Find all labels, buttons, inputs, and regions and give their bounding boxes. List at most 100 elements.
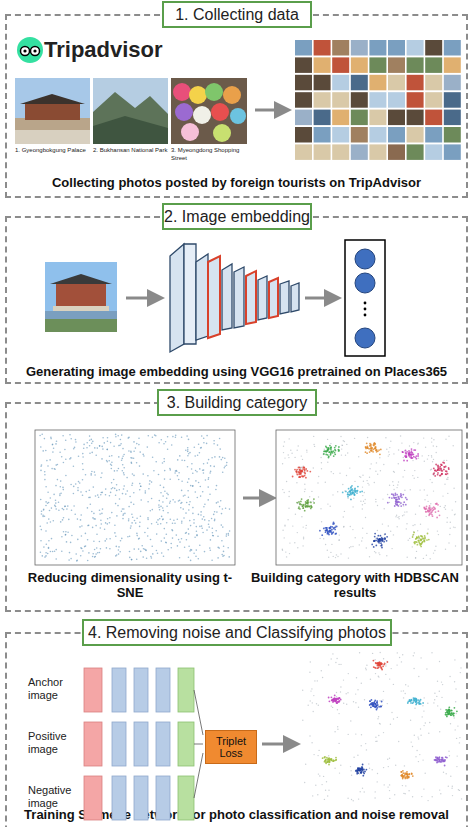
scatter-point xyxy=(194,536,196,538)
scatter-point xyxy=(427,510,429,512)
scatter-point xyxy=(163,443,165,445)
scatter-point xyxy=(92,527,94,529)
scatter-point xyxy=(92,553,94,555)
photo-thumbnail xyxy=(388,110,405,126)
scatter-point xyxy=(425,511,427,513)
scatter-point xyxy=(400,495,402,497)
scatter-point xyxy=(202,491,204,493)
scatter-point xyxy=(408,790,409,791)
scatter-point xyxy=(74,447,76,449)
scatter-point xyxy=(305,468,307,470)
scatter-point xyxy=(416,541,418,543)
scatter-point xyxy=(157,553,159,555)
scatter-point xyxy=(340,691,341,692)
scatter-point xyxy=(95,454,97,456)
scatter-point xyxy=(414,652,415,653)
scatter-point xyxy=(408,455,410,457)
scatter-point xyxy=(426,506,428,508)
scatter-point xyxy=(427,528,428,529)
scatter-point xyxy=(424,508,426,510)
scatter-point xyxy=(136,462,138,464)
scatter-point xyxy=(161,552,163,554)
scatter-point xyxy=(298,501,300,503)
scatter-point xyxy=(176,470,178,472)
scatter-point xyxy=(99,445,101,447)
scatter-point xyxy=(159,500,161,502)
scatter-point xyxy=(369,768,370,769)
scatter-point xyxy=(223,546,225,548)
scatter-point xyxy=(375,791,376,792)
scatter-point xyxy=(79,482,81,484)
scatter-point xyxy=(460,672,461,673)
scatter-point xyxy=(355,491,357,493)
scatter-point xyxy=(383,691,384,692)
scatter-point xyxy=(90,504,92,506)
scatter-point xyxy=(286,481,287,482)
scatter-point xyxy=(55,502,57,504)
scatter-point xyxy=(404,511,405,512)
scatter-point xyxy=(203,442,205,444)
scatter-point xyxy=(438,467,440,469)
photo-thumbnail xyxy=(425,40,442,56)
scatter-point xyxy=(382,699,383,700)
scatter-point xyxy=(183,517,185,519)
scatter-point xyxy=(402,476,403,477)
scatter-point xyxy=(69,552,71,554)
scatter-point xyxy=(206,435,208,437)
scatter-point xyxy=(352,546,353,547)
scatter-point xyxy=(447,493,448,494)
scatter-point xyxy=(120,439,122,441)
scatter-point xyxy=(378,541,380,543)
scatter-point xyxy=(225,507,227,509)
scatter-point xyxy=(96,547,98,549)
scatter-point xyxy=(304,491,305,492)
scatter-point xyxy=(299,469,301,471)
scatter-point xyxy=(328,527,330,529)
scatter-point xyxy=(418,676,419,677)
scatter-point xyxy=(43,509,45,511)
tsne-plot-frame xyxy=(35,430,235,565)
scatter-point xyxy=(65,475,67,477)
scatter-point xyxy=(405,504,407,506)
scatter-point xyxy=(147,517,149,519)
scatter-point xyxy=(75,483,77,485)
scatter-point xyxy=(49,459,51,461)
scatter-point xyxy=(432,796,433,797)
scatter-point xyxy=(396,515,397,516)
scatter-point xyxy=(369,556,370,557)
scatter-point xyxy=(67,505,69,507)
scatter-point xyxy=(193,519,195,521)
scatter-point xyxy=(189,550,191,552)
scatter-point xyxy=(331,544,332,545)
scatter-point xyxy=(344,511,345,512)
photo-thumbnail xyxy=(388,144,405,160)
scatter-point xyxy=(305,527,306,528)
scatter-point xyxy=(75,439,77,441)
scatter-point xyxy=(434,699,435,700)
scatter-point xyxy=(282,530,283,531)
scatter-point xyxy=(204,519,206,521)
scatter-point xyxy=(433,459,434,460)
scatter-point xyxy=(219,448,221,450)
scatter-point xyxy=(414,541,416,543)
scatter-point xyxy=(197,455,199,457)
scatter-point xyxy=(169,468,171,470)
scatter-point xyxy=(369,477,370,478)
scatter-point xyxy=(425,508,427,510)
scatter-point xyxy=(184,546,186,548)
scatter-point xyxy=(401,690,402,691)
scatter-point xyxy=(47,465,49,467)
scatter-point xyxy=(49,510,51,512)
scatter-point xyxy=(171,547,173,549)
scatter-point xyxy=(321,468,322,469)
scatter-point xyxy=(109,548,111,550)
scatter-point xyxy=(450,723,451,724)
scatter-point xyxy=(446,773,447,774)
scatter-point xyxy=(334,768,335,769)
scatter-point xyxy=(358,798,359,799)
scatter-point xyxy=(214,456,216,458)
scatter-point xyxy=(352,529,353,530)
scatter-point xyxy=(145,550,147,552)
scatter-point xyxy=(150,556,152,558)
scatter-point xyxy=(95,556,97,558)
